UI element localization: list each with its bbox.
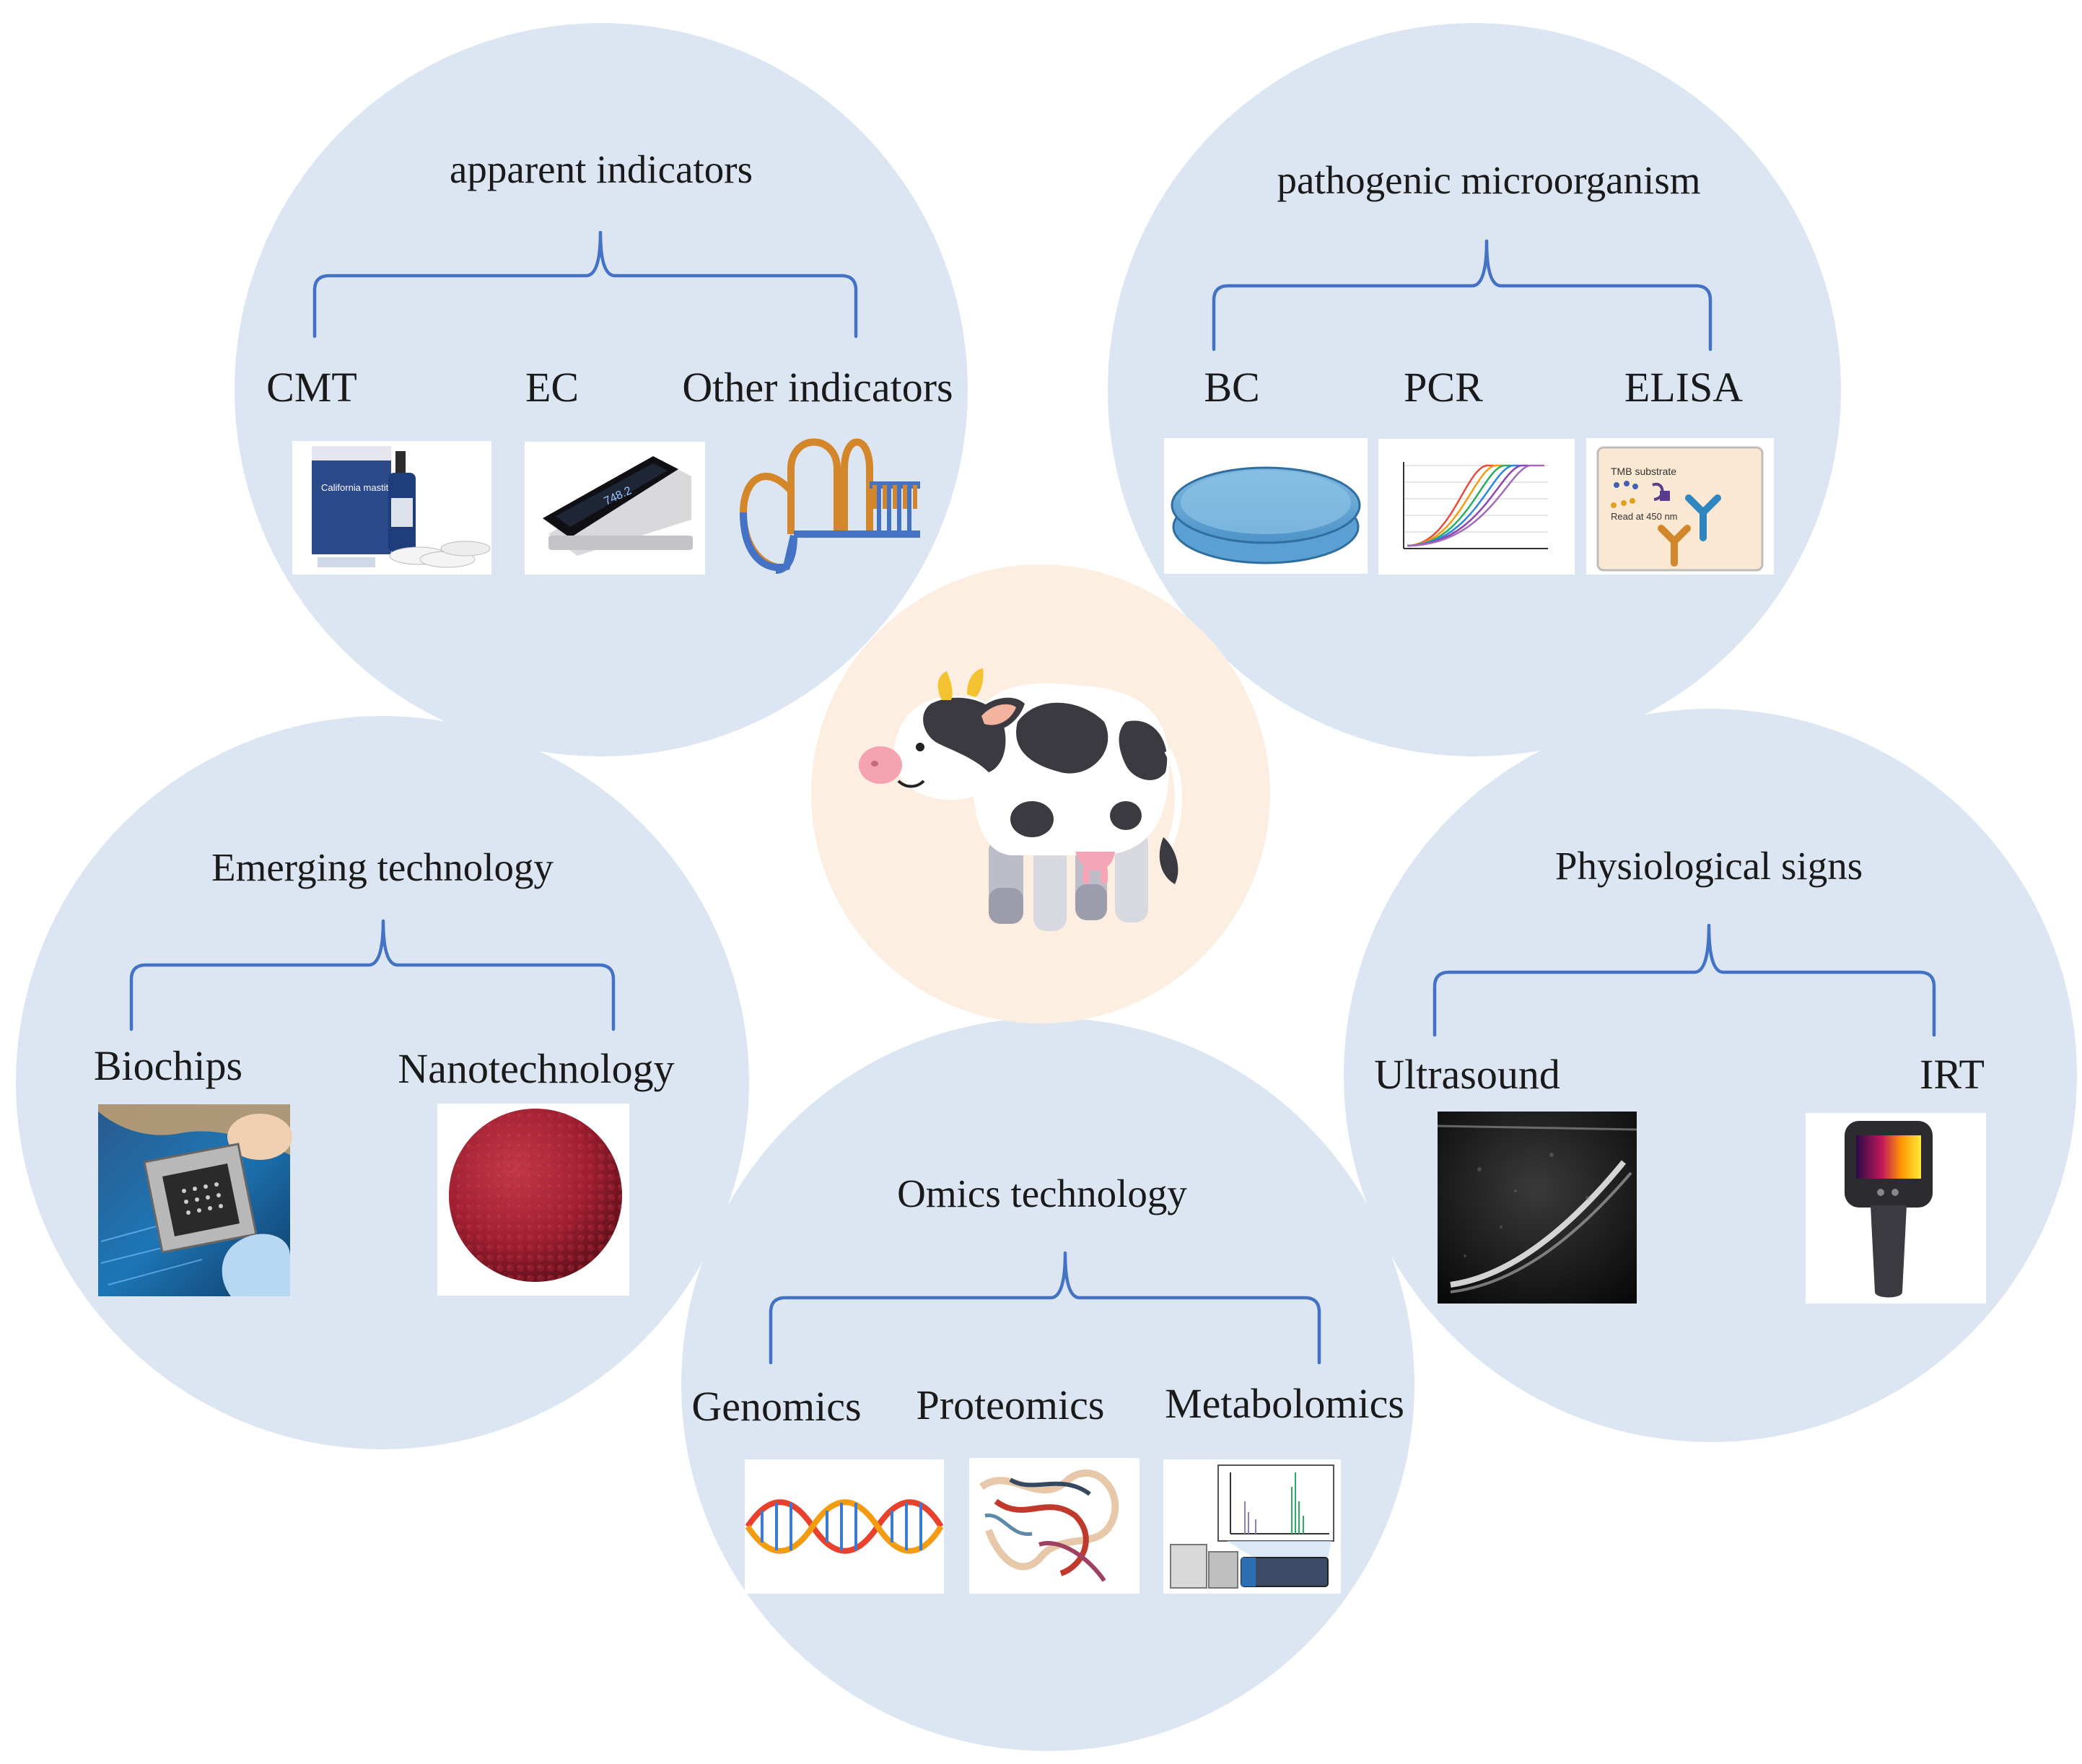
bc-label: BC [1204, 364, 1259, 411]
cmt-kit-image: California mastitis test CMT kit [292, 441, 491, 575]
omics-technology-brace [769, 1251, 1321, 1365]
cmt-box-text: California mastitis test CMT kit [321, 482, 448, 493]
dna-helix-image [745, 1459, 944, 1594]
elisa-read-text: Read at 450 nm [1611, 511, 1678, 522]
physiological-signs-brace [1433, 923, 1936, 1037]
apparent-indicators-title: apparent indicators [450, 147, 753, 191]
petri-dish-image [1164, 438, 1368, 574]
biochip-image [98, 1104, 292, 1296]
genomics-label: Genomics [691, 1383, 861, 1430]
emerging-technology-group: Emerging technology Biochips Nanotechnol… [94, 845, 675, 1296]
irt-label: IRT [1920, 1051, 1985, 1098]
emerging-technology-title: Emerging technology [211, 845, 554, 889]
infrared-camera-image [1806, 1113, 1986, 1304]
ultrasound-image [1437, 1112, 1637, 1304]
cmt-label: CMT [266, 364, 357, 411]
elisa-substrate-text: TMB substrate [1611, 466, 1676, 477]
physiological-signs-title: Physiological signs [1555, 844, 1863, 888]
pcr-label: PCR [1404, 364, 1483, 411]
apparent-indicators-group: apparent indicators CMT EC Other indicat… [266, 147, 953, 575]
aptamer-hairpin-image [739, 438, 920, 574]
omics-technology-group: Omics technology Genomics Proteomics Met… [691, 1171, 1404, 1594]
ec-label: EC [525, 364, 579, 411]
apparent-indicators-brace [312, 230, 858, 339]
omics-technology-title: Omics technology [897, 1171, 1187, 1215]
protein-structure-image [969, 1458, 1140, 1594]
nanoparticle-image [437, 1104, 629, 1296]
proteomics-label: Proteomics [917, 1381, 1105, 1428]
pathogenic-microorganism-title: pathogenic microorganism [1277, 158, 1700, 202]
pathogenic-microorganism-brace [1212, 239, 1713, 352]
metabolomics-label: Metabolomics [1165, 1380, 1404, 1427]
physiological-signs-group: Physiological signs Ultrasound IRT [1374, 844, 1986, 1304]
cow-icon [859, 668, 1182, 931]
other-indicators-label: Other indicators [682, 364, 953, 411]
elisa-label: ELISA [1624, 364, 1743, 411]
biochips-label: Biochips [94, 1042, 242, 1089]
elisa-image: TMB substrate Read at 450 nm [1586, 438, 1774, 575]
mass-spectrometer-image [1163, 1459, 1341, 1594]
ec-meter-image: 748.2 [525, 442, 705, 575]
nanotechnology-label: Nanotechnology [398, 1045, 674, 1092]
emerging-technology-brace [129, 919, 616, 1031]
pathogenic-microorganism-group: pathogenic microorganism BC PCR ELISA [1164, 158, 1774, 575]
ultrasound-label: Ultrasound [1374, 1051, 1560, 1098]
pcr-curves-image [1378, 439, 1575, 575]
